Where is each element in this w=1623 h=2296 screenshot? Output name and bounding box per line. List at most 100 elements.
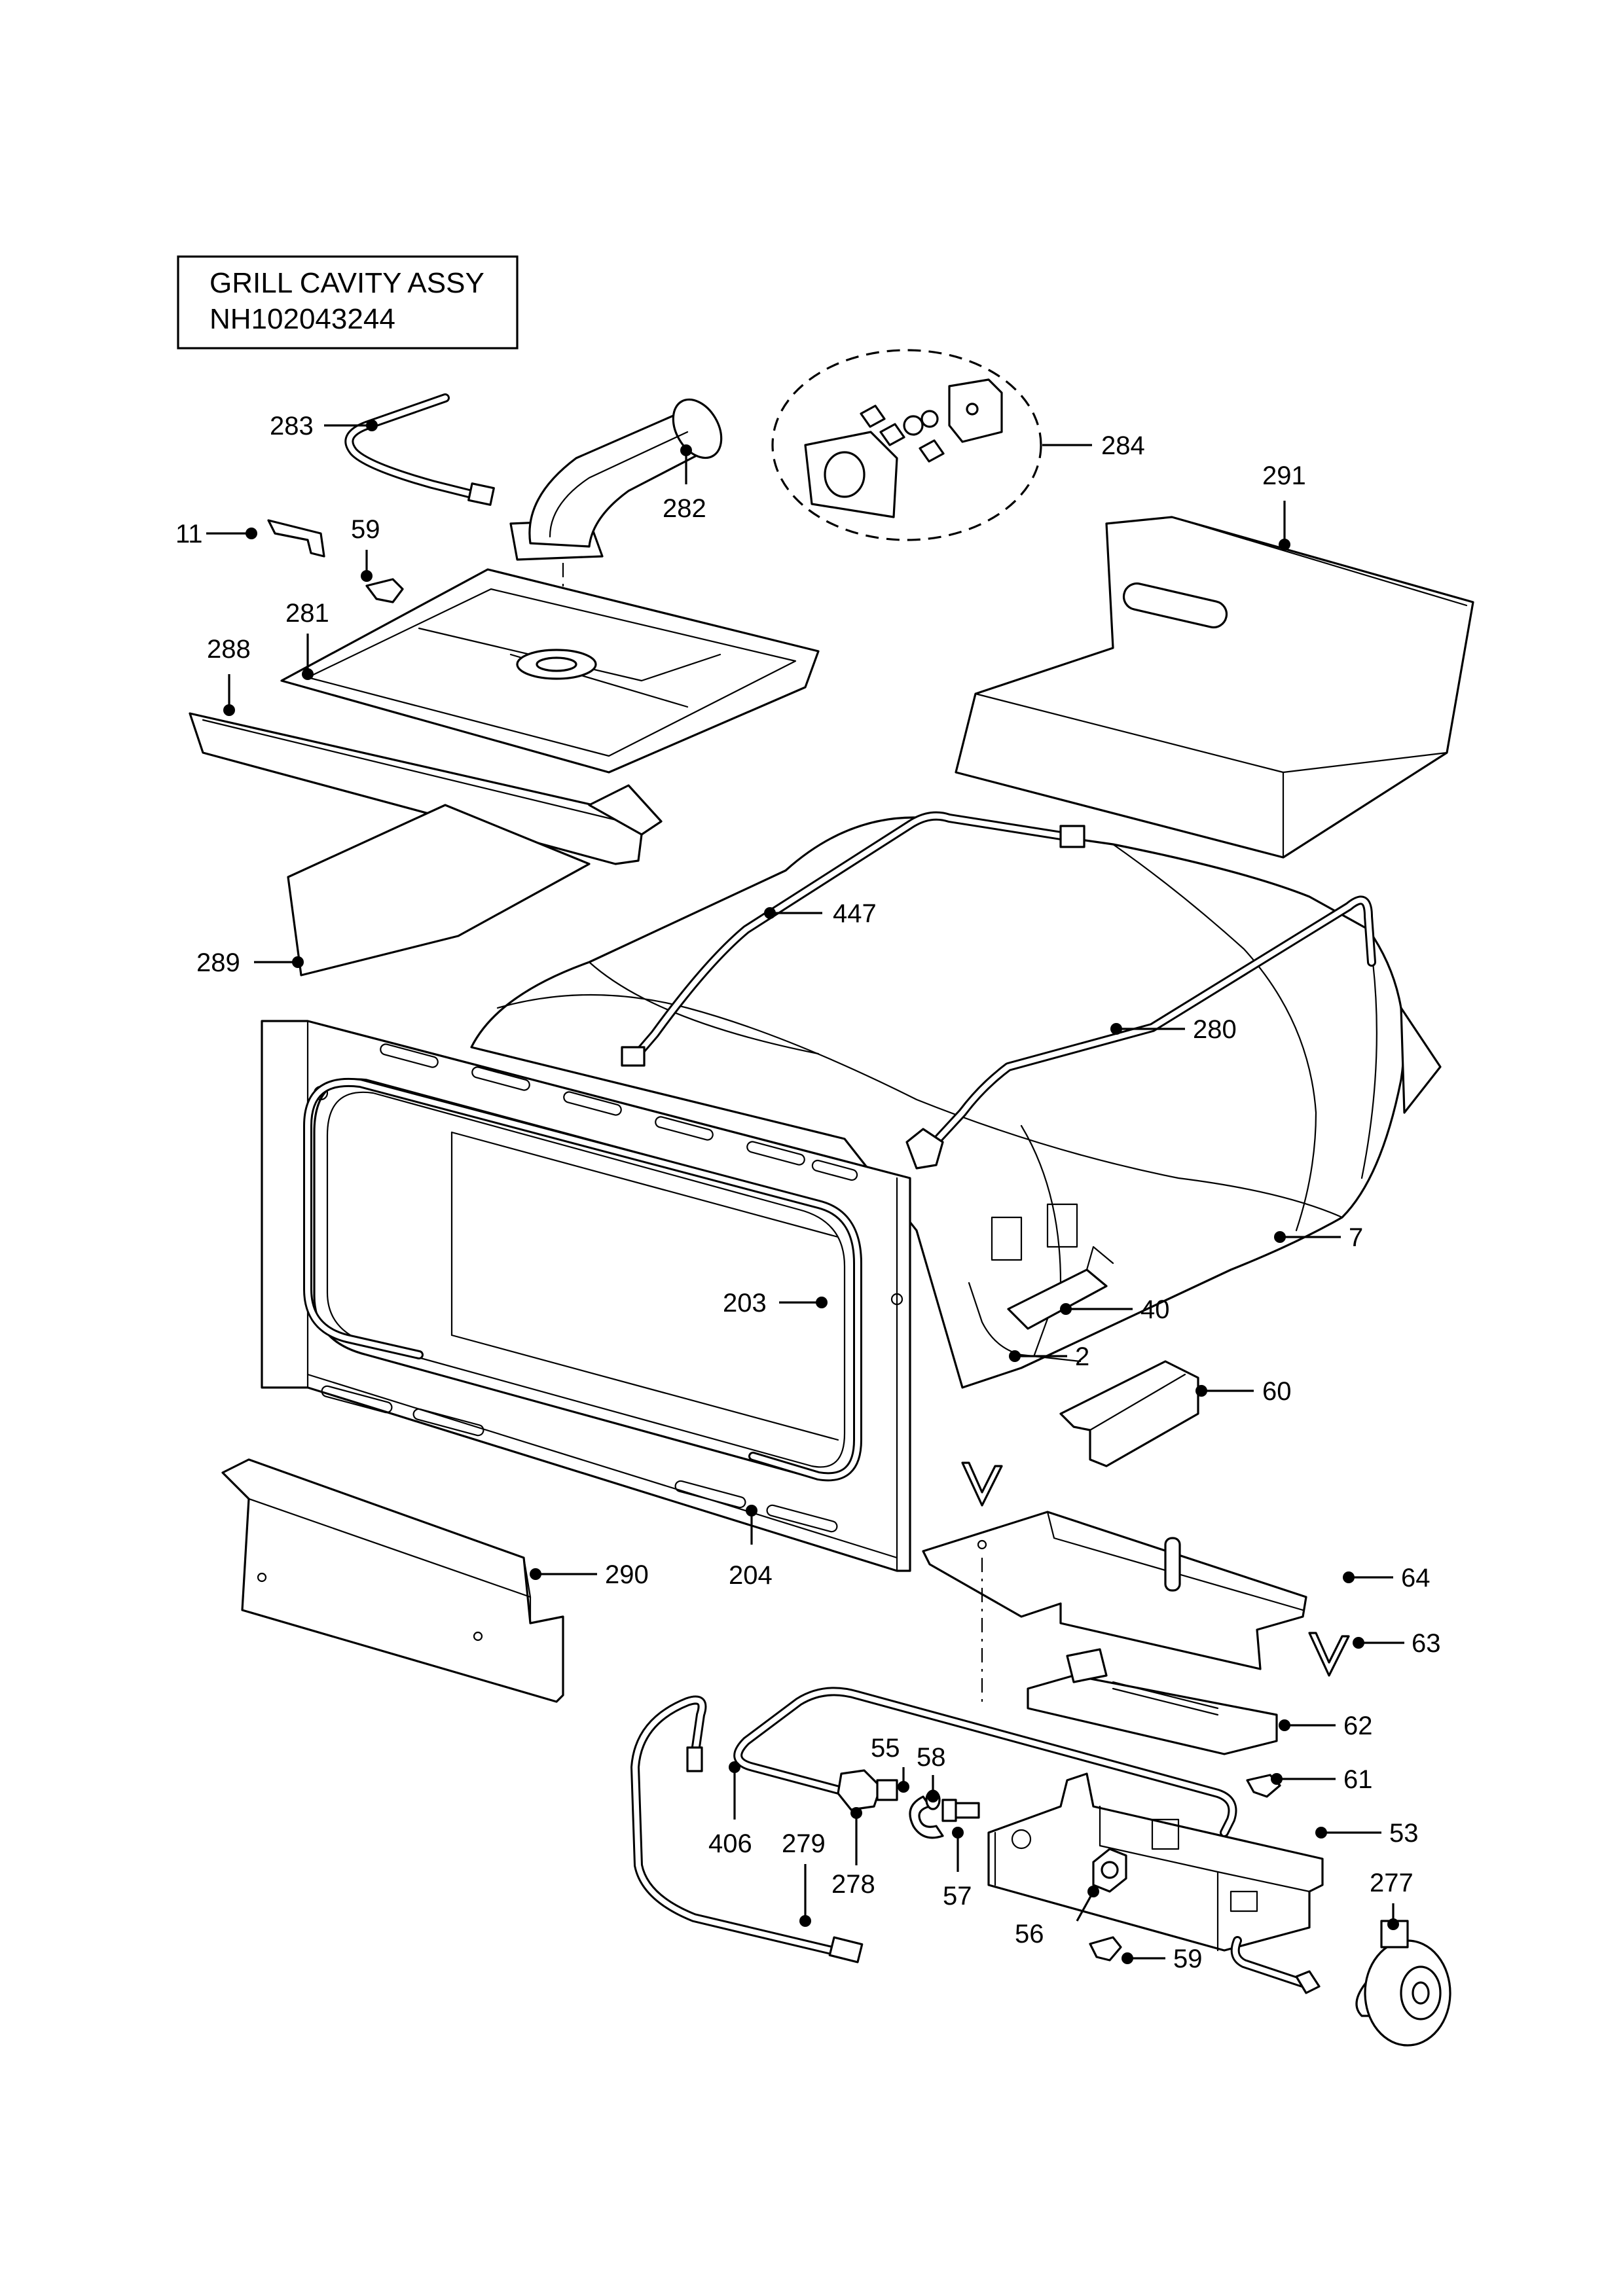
callout-56: 56 xyxy=(1015,1886,1099,1948)
callout-label: 291 xyxy=(1262,461,1306,490)
callout-283: 283 xyxy=(270,412,378,440)
callout-label: 290 xyxy=(605,1560,649,1589)
callout-label: 7 xyxy=(1349,1223,1363,1252)
part-284-burner-assy xyxy=(771,349,1042,541)
callout-label: 284 xyxy=(1101,431,1145,460)
callout-277: 277 xyxy=(1370,1869,1413,1930)
callout-63: 63 xyxy=(1353,1629,1441,1658)
callout-label: 40 xyxy=(1140,1295,1170,1324)
part-55-clip xyxy=(909,1795,944,1839)
part-290-panel xyxy=(221,1458,564,1703)
part-7-insulation xyxy=(470,816,1442,1389)
part-288-rail xyxy=(189,712,663,865)
callout-282: 282 xyxy=(663,444,706,523)
part-203-seal xyxy=(303,1077,862,1482)
callout-59-top: 59 xyxy=(351,515,380,582)
callout-label: 447 xyxy=(833,899,877,928)
callout-label: 280 xyxy=(1193,1015,1237,1044)
callout-label: 57 xyxy=(943,1882,972,1910)
part-406-gas-pipe xyxy=(733,1687,1307,1988)
callout-291: 291 xyxy=(1262,461,1306,550)
callout-label: 279 xyxy=(782,1829,826,1858)
part-40-bracket xyxy=(1007,1246,1114,1330)
callout-60: 60 xyxy=(1195,1377,1292,1406)
callout-label: 62 xyxy=(1343,1712,1373,1740)
part-282-duct xyxy=(509,398,723,674)
part-60-bracket xyxy=(1059,1360,1199,1467)
part-64-base-plate xyxy=(922,1511,1307,1702)
callout-280: 280 xyxy=(1110,1015,1237,1044)
callout-label: 288 xyxy=(207,635,251,664)
part-283-cable xyxy=(344,393,495,506)
callout-label: 283 xyxy=(270,412,314,440)
callout-62: 62 xyxy=(1279,1712,1373,1740)
callout-label: 59 xyxy=(351,515,380,544)
callout-279: 279 xyxy=(782,1829,826,1927)
part-447-pipe xyxy=(621,811,1085,1067)
part-59-clip-top xyxy=(365,578,404,603)
callout-281: 281 xyxy=(285,599,329,680)
title-box: GRILL CAVITY ASSY NH102043244 xyxy=(177,255,519,350)
callout-label: 53 xyxy=(1389,1819,1419,1848)
callout-203: 203 xyxy=(723,1289,828,1318)
callout-label: 277 xyxy=(1370,1869,1413,1897)
callout-label: 282 xyxy=(663,494,706,523)
callout-61: 61 xyxy=(1271,1765,1373,1794)
callout-label: 2 xyxy=(1075,1342,1089,1371)
part-53-burner-box xyxy=(987,1772,1324,1952)
callout-label: 204 xyxy=(729,1561,773,1590)
title-line-1: GRILL CAVITY ASSY xyxy=(210,267,484,299)
part-279-wire xyxy=(630,1695,864,1964)
callout-2: 2 xyxy=(1009,1342,1089,1371)
callout-label: 61 xyxy=(1343,1765,1373,1794)
callout-label: 281 xyxy=(285,599,329,628)
callout-278: 278 xyxy=(831,1807,875,1899)
part-278-fitting xyxy=(837,1769,898,1811)
callout-label: 64 xyxy=(1401,1564,1431,1592)
part-11-bracket xyxy=(267,519,325,558)
callout-58: 58 xyxy=(917,1743,946,1803)
part-281-top-plate xyxy=(280,568,820,774)
part-v-clip xyxy=(961,1462,1003,1507)
callout-64: 64 xyxy=(1343,1564,1431,1592)
callout-7: 7 xyxy=(1274,1223,1363,1252)
part-280-pipe xyxy=(905,895,1376,1170)
callout-label: 59 xyxy=(1173,1945,1203,1973)
frame-slots-top xyxy=(380,1043,858,1181)
callout-label: 278 xyxy=(831,1870,875,1899)
callout-53: 53 xyxy=(1315,1819,1419,1848)
callouts: 283 282 284 291 11 59 xyxy=(175,412,1441,1973)
callout-447: 447 xyxy=(764,899,877,928)
title-frame xyxy=(177,255,519,350)
callout-label: 63 xyxy=(1412,1629,1441,1658)
part-291-cover xyxy=(955,516,1474,859)
callout-40: 40 xyxy=(1060,1295,1170,1324)
callout-label: 56 xyxy=(1015,1920,1044,1948)
callout-59-bottom: 59 xyxy=(1122,1945,1203,1973)
callout-label: 406 xyxy=(708,1829,752,1858)
part-56-nut xyxy=(1092,1848,1127,1893)
part-277-valve xyxy=(1295,1920,1451,2047)
callout-288: 288 xyxy=(207,635,251,716)
callout-284: 284 xyxy=(1042,431,1145,460)
callout-label: 289 xyxy=(196,948,240,977)
callout-label: 203 xyxy=(723,1289,767,1318)
part-59-clip-bottom xyxy=(1089,1936,1122,1962)
part-57-nipple xyxy=(941,1799,980,1822)
frame-slots-bottom xyxy=(321,1385,838,1533)
callout-label: 60 xyxy=(1262,1377,1292,1406)
callout-406: 406 xyxy=(708,1761,752,1858)
callout-label: 11 xyxy=(175,520,203,548)
callout-11: 11 xyxy=(175,520,257,548)
callout-289: 289 xyxy=(196,948,304,977)
title-line-2: NH102043244 xyxy=(210,303,395,335)
part-62-tray xyxy=(1027,1648,1278,1755)
callout-label: 58 xyxy=(917,1743,946,1772)
callout-290: 290 xyxy=(530,1560,649,1589)
callout-label: 55 xyxy=(871,1734,900,1763)
callout-204: 204 xyxy=(729,1505,773,1590)
callout-55: 55 xyxy=(871,1734,909,1793)
part-63-clip xyxy=(1308,1632,1350,1677)
callout-57: 57 xyxy=(943,1827,972,1910)
